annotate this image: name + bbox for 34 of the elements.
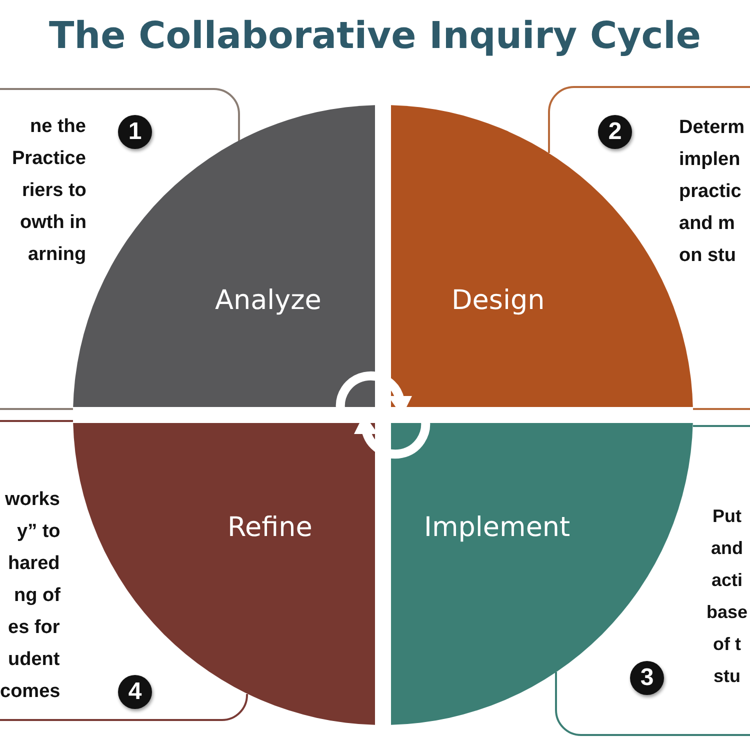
quadrant-label: Design [452, 284, 545, 316]
card-text: acti [712, 569, 743, 591]
card-text: Determ [679, 117, 744, 139]
card-text: comes [0, 681, 60, 703]
card-text: and [711, 537, 744, 559]
card-text: y” to [17, 521, 60, 543]
step-number-badge: 3 [630, 661, 664, 695]
card-text: and m [679, 213, 735, 235]
quadrant-label: Analyze [215, 284, 322, 316]
step-number-badge: 1 [118, 115, 152, 149]
card-text: works [5, 489, 60, 511]
quadrant-segment [73, 423, 375, 725]
step-number-badge: 2 [598, 115, 632, 149]
card-text: Practice [12, 148, 86, 170]
card-text: practic [679, 181, 742, 203]
card-text: on stu [679, 245, 736, 267]
card-text: riers to [22, 180, 86, 202]
quadrant-label: Implement [424, 512, 570, 542]
card-text: arning [28, 244, 86, 266]
card-text: es for [8, 617, 60, 639]
card-text: implen [679, 149, 740, 171]
card-text: ne the [30, 116, 86, 138]
card-text: of t [713, 633, 741, 655]
quadrant-label: Refine [228, 512, 312, 542]
title: The Collaborative Inquiry Cycle [48, 14, 702, 57]
card-text: base [706, 601, 748, 623]
card-text: owth in [20, 212, 86, 234]
card-text: udent [8, 649, 60, 671]
quadrant-segment [391, 423, 693, 725]
card-text: stu [714, 665, 740, 687]
step-number-badge: 4 [118, 675, 152, 709]
card-text: Put [712, 505, 742, 527]
card-text: ng of [14, 585, 60, 607]
card-text: hared [8, 553, 60, 575]
